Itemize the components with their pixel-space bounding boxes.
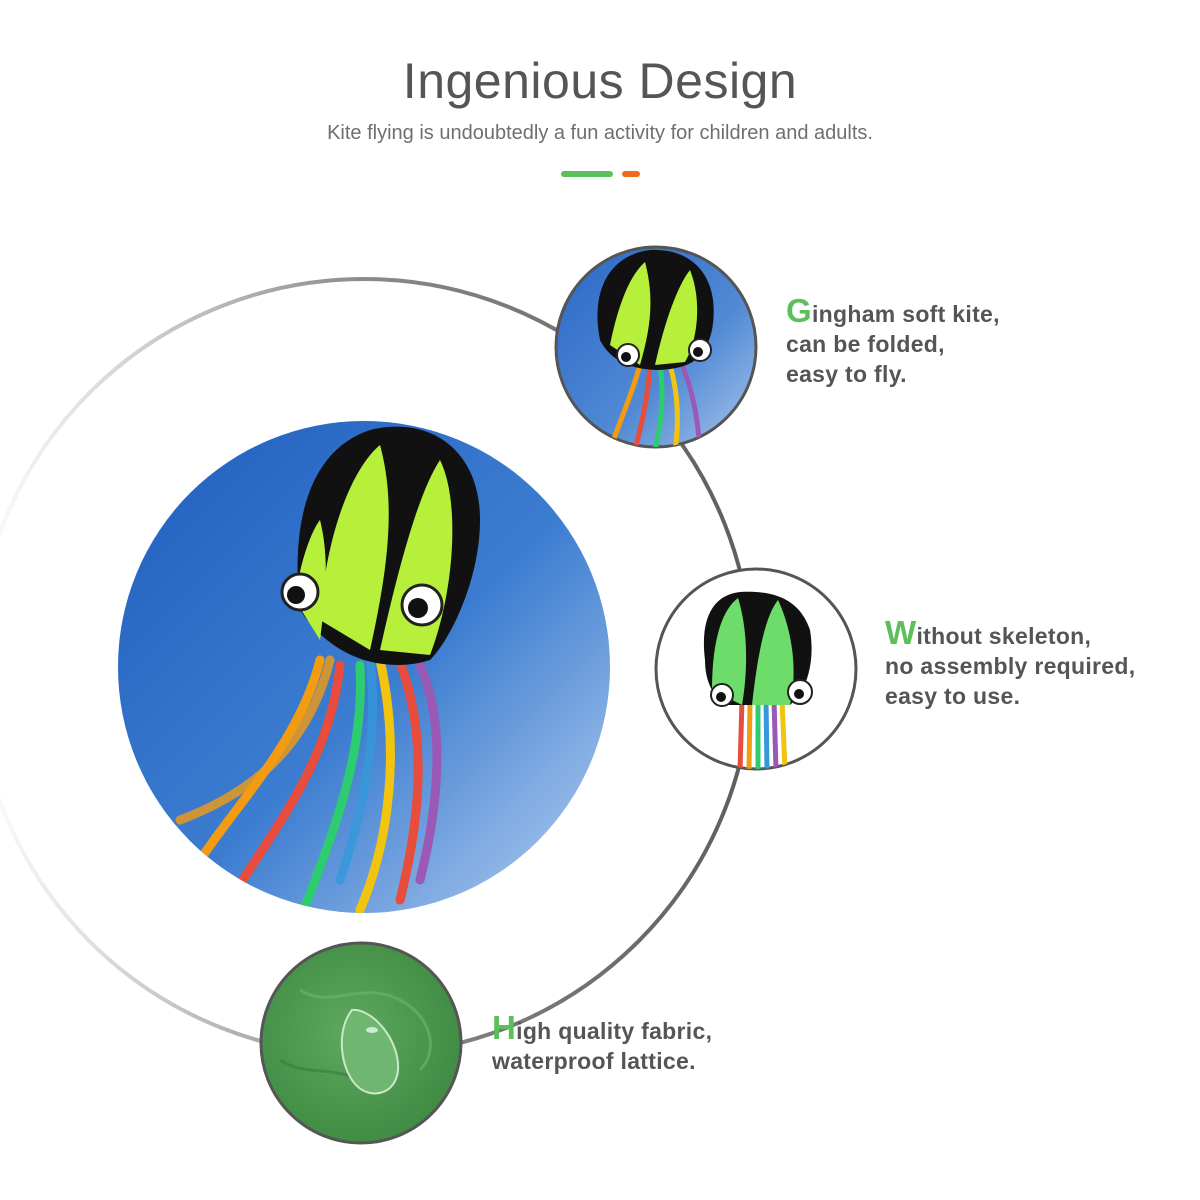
octopus-kite-large-photo	[118, 421, 610, 913]
feature-heading: ingham soft kite,	[811, 301, 1000, 327]
feature-line: can be folded,	[786, 331, 945, 357]
feature-gingham-soft-kite: Gingham soft kite, can be folded, easy t…	[786, 294, 1000, 389]
feature-initial: H	[492, 1009, 517, 1046]
page-subtitle: Kite flying is undoubtedly a fun activit…	[327, 122, 873, 144]
feature-heading: igh quality fabric,	[516, 1018, 713, 1044]
page-title: Ingenious Design	[402, 53, 798, 109]
feature-initial: G	[786, 292, 812, 329]
octopus-kite-front-photo	[654, 567, 858, 771]
feature-line: easy to fly.	[786, 361, 907, 387]
feature-high-quality-fabric: High quality fabric, waterproof lattice.	[492, 1011, 713, 1076]
feature-line: waterproof lattice.	[492, 1048, 696, 1074]
green-fabric-water-drop-photo	[259, 941, 463, 1145]
feature-line: no assembly required,	[885, 653, 1136, 679]
feature-heading: ithout skeleton,	[916, 623, 1092, 649]
octopus-kite-small-photo	[554, 245, 758, 449]
accent-bar-green	[561, 171, 613, 177]
accent-bar-orange	[622, 171, 640, 177]
feature-line: easy to use.	[885, 683, 1021, 709]
feature-without-skeleton: Without skeleton, no assembly required, …	[885, 616, 1136, 711]
feature-initial: W	[885, 614, 917, 651]
